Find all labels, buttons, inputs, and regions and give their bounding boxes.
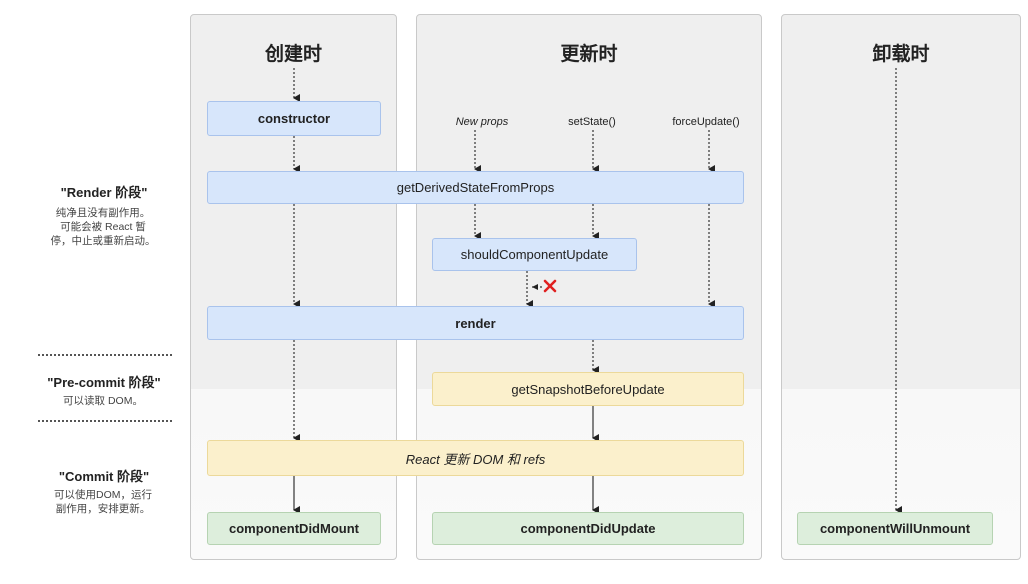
render-phase-title: "Render 阶段" [60, 185, 148, 200]
precommit-phase-desc: 可以读取 DOM。 [63, 395, 143, 407]
get-snapshot-before-update-box: getSnapshotBeforeUpdate [432, 372, 744, 406]
trigger-force-update: forceUpdate() [672, 116, 740, 128]
column-title-mounting: 创建时 [264, 44, 322, 65]
component-did-update-box: componentDidUpdate [432, 512, 744, 545]
cross-icon [543, 279, 557, 293]
render-phase-desc: 纯净且没有副作用。 可能会被 React 暂 停，中止或重新启动。 [50, 207, 156, 247]
component-will-unmount-box: componentWillUnmount [797, 512, 993, 545]
trigger-new-props: New props [455, 116, 509, 128]
column-unmounting: 卸载时 [781, 14, 1021, 560]
trigger-set-state: setState() [568, 116, 616, 128]
get-derived-state-from-props-box: getDerivedStateFromProps [207, 171, 744, 204]
constructor-box: constructor [207, 101, 381, 136]
render-box: render [207, 306, 744, 340]
commit-phase-title: "Commit 阶段" [58, 469, 150, 484]
component-did-mount-box: componentDidMount [207, 512, 381, 545]
column-title-unmounting: 卸载时 [872, 44, 930, 65]
commit-phase-desc: 可以使用DOM，运行 副作用，安排更新。 [54, 489, 152, 515]
phase-divider [38, 354, 172, 356]
phase-divider [38, 420, 172, 422]
column-title-updating: 更新时 [560, 44, 618, 65]
precommit-phase-title: "Pre-commit 阶段" [47, 375, 161, 390]
react-updates-dom-box: React 更新 DOM 和 refs [207, 440, 744, 476]
should-component-update-box: shouldComponentUpdate [432, 238, 637, 271]
